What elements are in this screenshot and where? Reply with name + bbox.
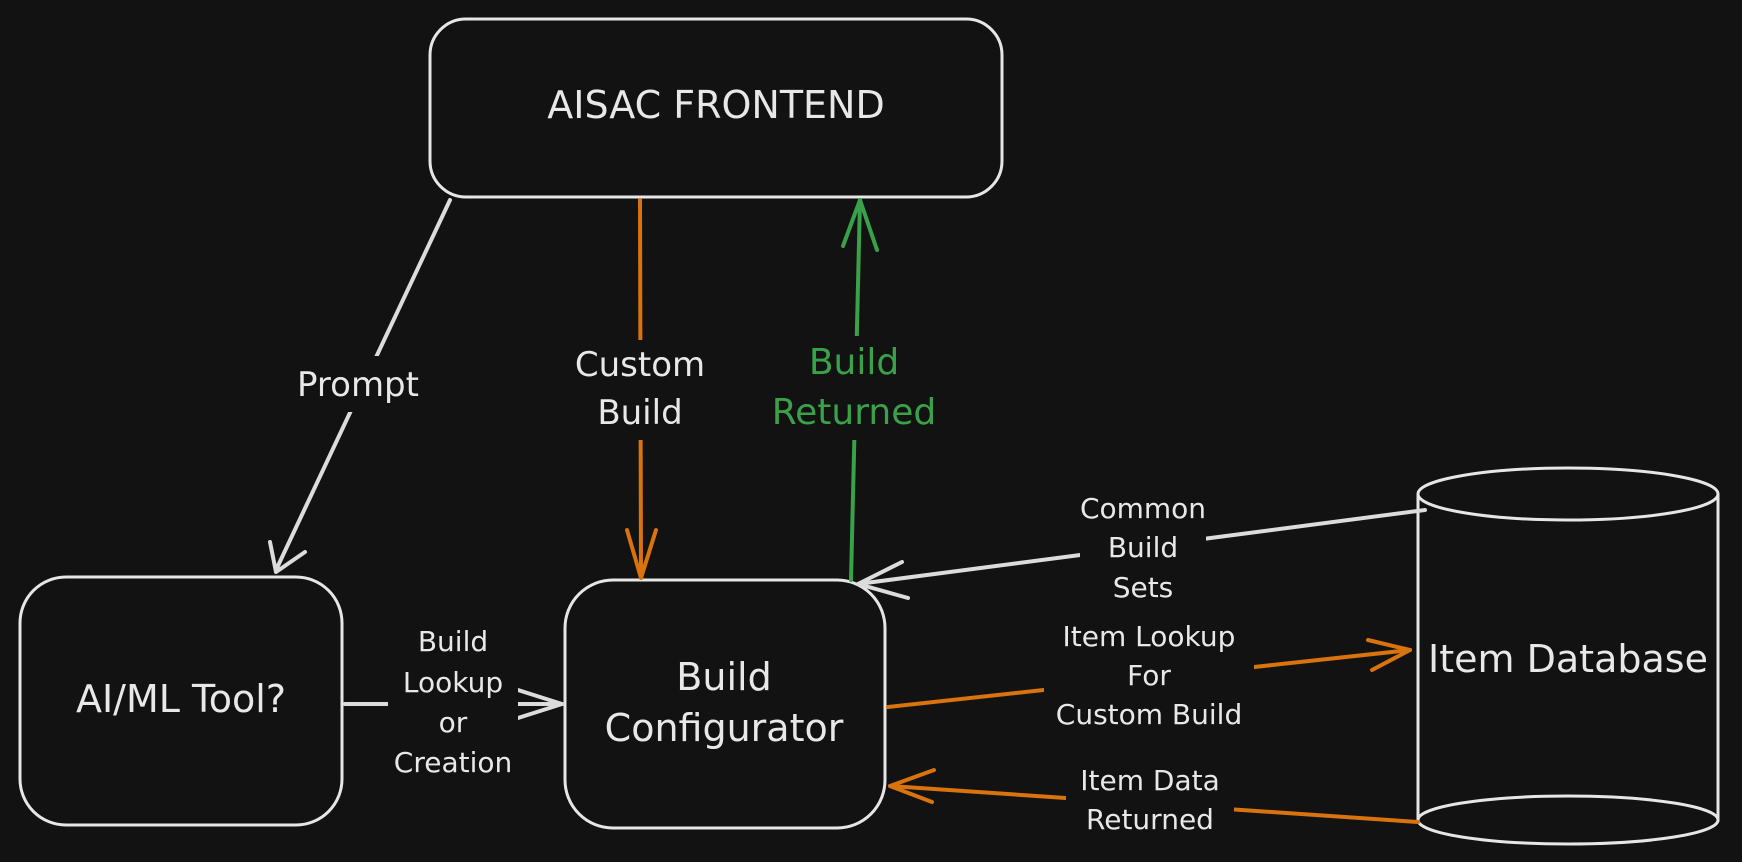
ai-tool-label: AI/ML Tool?: [76, 677, 286, 721]
edge-item-data-returned-line-1: Item Data: [1080, 764, 1220, 797]
edge-item-lookup-line-3: Custom Build: [1056, 698, 1242, 731]
configurator-label-line-2: Configurator: [605, 706, 844, 750]
edge-build-returned-line-2: Returned: [772, 392, 936, 433]
frontend-label: AISAC FRONTEND: [547, 83, 884, 127]
edge-custom-build-line-2: Build: [597, 393, 682, 433]
item-database-label: Item Database: [1428, 637, 1708, 681]
edge-build-lookup-line-2: Lookup: [403, 666, 503, 699]
edge-item-data-returned-line-2: Returned: [1086, 803, 1214, 836]
edge-item-lookup-line-2: For: [1127, 659, 1171, 692]
edge-build-lookup: Build Lookup or Creation: [343, 620, 564, 782]
edge-build-lookup-line-1: Build: [418, 625, 488, 658]
edge-build-returned-line-1: Build: [809, 342, 899, 383]
edge-item-lookup: Item Lookup For Custom Build: [886, 614, 1412, 738]
edge-build-lookup-line-4: Creation: [394, 746, 512, 779]
item-database-node: Item Database: [1416, 466, 1720, 846]
edge-item-data-returned: Item Data Returned: [888, 760, 1420, 846]
configurator-label-line-1: Build: [676, 655, 771, 699]
edge-custom-build: Custom Build: [560, 198, 722, 580]
edge-common-build-sets-line-3: Sets: [1113, 571, 1174, 604]
edge-prompt: Prompt: [268, 198, 452, 574]
edge-prompt-label: Prompt: [297, 365, 419, 405]
frontend-node: AISAC FRONTEND: [428, 17, 1004, 199]
edge-item-lookup-line-1: Item Lookup: [1063, 620, 1236, 653]
ai-tool-node: AI/ML Tool?: [18, 575, 344, 827]
edge-common-build-sets: Common Build Sets: [856, 486, 1427, 606]
edge-common-build-sets-line-2: Build: [1108, 531, 1178, 564]
edge-build-lookup-line-3: or: [439, 706, 468, 739]
configurator-node: Build Configurator: [563, 578, 887, 830]
edge-custom-build-line-1: Custom: [575, 345, 705, 385]
edge-build-returned: Build Returned: [762, 198, 958, 582]
edge-common-build-sets-line-1: Common: [1080, 492, 1206, 525]
